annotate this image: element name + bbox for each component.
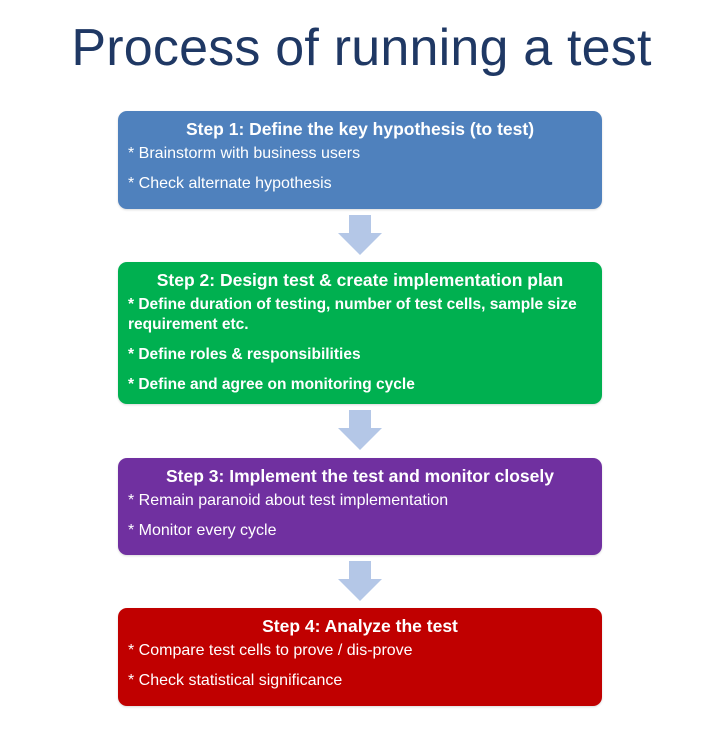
step-3-bullet-1: * Remain paranoid about test implementat… [128, 492, 449, 509]
step-4-bullet-2: * Check statistical significance [128, 672, 343, 689]
step-2-bullet-1: * Define duration of testing, number of … [128, 296, 577, 333]
step-3-bullet-2: * Monitor every cycle [128, 522, 277, 539]
step-4-box: Step 4: Analyze the test * Compare test … [118, 608, 602, 706]
step-4-title: Step 4: Analyze the test [262, 616, 458, 636]
down-arrow-icon [338, 410, 382, 450]
step-2-bullet-3: * Define and agree on monitoring cycle [128, 376, 415, 393]
page-title: Process of running a test [71, 19, 652, 77]
step-3-bullets: * Remain paranoid about test implementat… [128, 491, 592, 541]
step-4-bullets: * Compare test cells to prove / dis-prov… [128, 641, 592, 691]
step-1-box: Step 1: Define the key hypothesis (to te… [118, 111, 602, 209]
step-2-bullet-2: * Define roles & responsibilities [128, 346, 361, 363]
step-1-title: Step 1: Define the key hypothesis (to te… [185, 119, 535, 139]
step-1-bullet-2: * Check alternate hypothesis [128, 175, 332, 192]
step-3-title: Step 3: Implement the test and monitor c… [166, 466, 554, 486]
step-2-title: Step 2: Design test & create implementat… [156, 270, 564, 290]
down-arrow-icon [338, 561, 382, 601]
step-1-bullets: * Brainstorm with business users * Check… [128, 144, 592, 194]
step-4-bullet-1: * Compare test cells to prove / dis-prov… [128, 642, 413, 659]
step-1-bullet-1: * Brainstorm with business users [128, 145, 361, 162]
down-arrow-icon [338, 215, 382, 255]
step-2-bullets: * Define duration of testing, number of … [128, 295, 592, 395]
step-2-box: Step 2: Design test & create implementat… [118, 262, 602, 404]
step-3-box: Step 3: Implement the test and monitor c… [118, 458, 602, 555]
